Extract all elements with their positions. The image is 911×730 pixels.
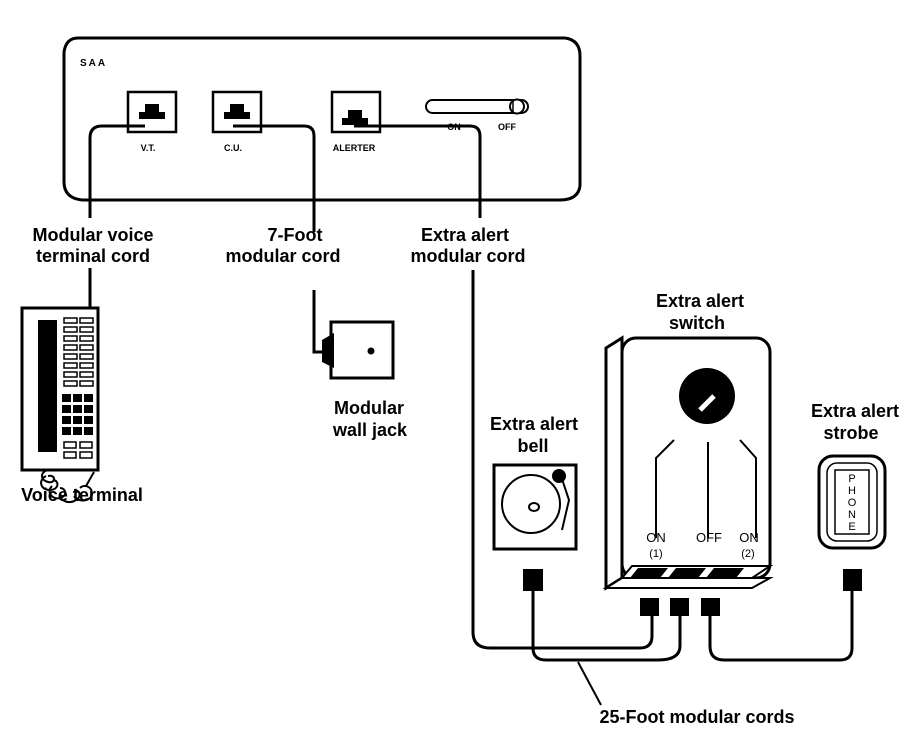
- switch-plug-mid: [670, 598, 689, 616]
- extra-alert-modular-cord: [354, 124, 482, 218]
- label-alert-strobe-line2: strobe: [823, 423, 878, 443]
- voice-terminal-dialpad: [62, 394, 93, 435]
- saa-unit-brand: SAA: [80, 58, 107, 69]
- label-extra-cord-line1: Extra alert: [421, 225, 509, 245]
- voice-terminal-handset: [38, 320, 57, 452]
- voice-terminal-coil: [40, 469, 95, 503]
- label-wall-jack-line2: wall jack: [332, 420, 408, 440]
- label-alert-switch-line1: Extra alert: [656, 291, 744, 311]
- port-alerter-label: ALERTER: [333, 143, 376, 153]
- unit-switch-off-label: OFF: [498, 122, 516, 132]
- label-alert-bell-line1: Extra alert: [490, 414, 578, 434]
- label-voice-cord-line2: terminal cord: [36, 246, 150, 266]
- strobe-window: [834, 469, 870, 535]
- extra-alert-bell: [492, 463, 578, 551]
- switch-off-label: OFF: [696, 530, 722, 545]
- extra-alert-strobe: [817, 454, 887, 550]
- label-extra-cord-line2: modular cord: [410, 246, 525, 266]
- switch-knob: [679, 368, 735, 424]
- bell-clapper: [560, 475, 571, 531]
- strobe-letter-o: O: [848, 497, 857, 509]
- switch-port-1: [630, 568, 668, 578]
- label-alert-strobe-line1: Extra alert: [811, 401, 899, 421]
- modular-wall-jack: [322, 320, 395, 380]
- label-alert-switch-line2: switch: [669, 313, 725, 333]
- unit-slide-switch: [425, 98, 529, 115]
- strobe-letter-e: E: [848, 521, 855, 533]
- switch-port-2: [668, 568, 706, 578]
- seven-foot-cord: [233, 124, 316, 232]
- switch-plug-left: [640, 598, 659, 616]
- port-cu-label: C.U.: [224, 143, 242, 153]
- bell-plug: [523, 569, 543, 591]
- strobe-cord: [708, 590, 854, 662]
- voice-terminal-keys: [63, 317, 94, 387]
- label-voice-cord-line1: Modular voice: [32, 225, 153, 245]
- saa-unit: SAA V.T. C.U. ALERTER ON OFF: [62, 36, 582, 202]
- saa-unit-body: [62, 36, 582, 202]
- voice-terminal-cord: [88, 124, 145, 218]
- strobe-letter-p: P: [848, 473, 855, 485]
- switch-plug-right: [701, 598, 720, 616]
- label-seven-foot-line1: 7-Foot: [268, 225, 323, 245]
- bell-cord: [531, 590, 682, 662]
- switch-on1-label: ON: [646, 530, 666, 545]
- strobe-plug: [843, 569, 862, 591]
- port-vt-label: V.T.: [141, 143, 156, 153]
- label-voice-terminal: Voice terminal: [21, 485, 143, 505]
- strobe-letter-n: N: [848, 509, 856, 521]
- label-seven-foot-line2: modular cord: [225, 246, 340, 266]
- extra-alert-modular-cord-lower: [471, 270, 654, 650]
- switch-port-3: [706, 568, 744, 578]
- cords-25-leader: [577, 661, 602, 706]
- switch-on2-label: ON: [739, 530, 759, 545]
- label-alert-bell-line2: bell: [517, 436, 548, 456]
- switch-on1-num: (1): [649, 548, 662, 560]
- label-wall-jack-line1: Modular: [334, 398, 404, 418]
- strobe-letter-h: H: [848, 485, 856, 497]
- label-25-foot-cords: 25-Foot modular cords: [599, 707, 794, 725]
- switch-on2-num: (2): [741, 548, 754, 560]
- port-cu: [211, 90, 263, 134]
- voice-terminal: [20, 306, 100, 503]
- extra-alert-switch: [602, 335, 774, 591]
